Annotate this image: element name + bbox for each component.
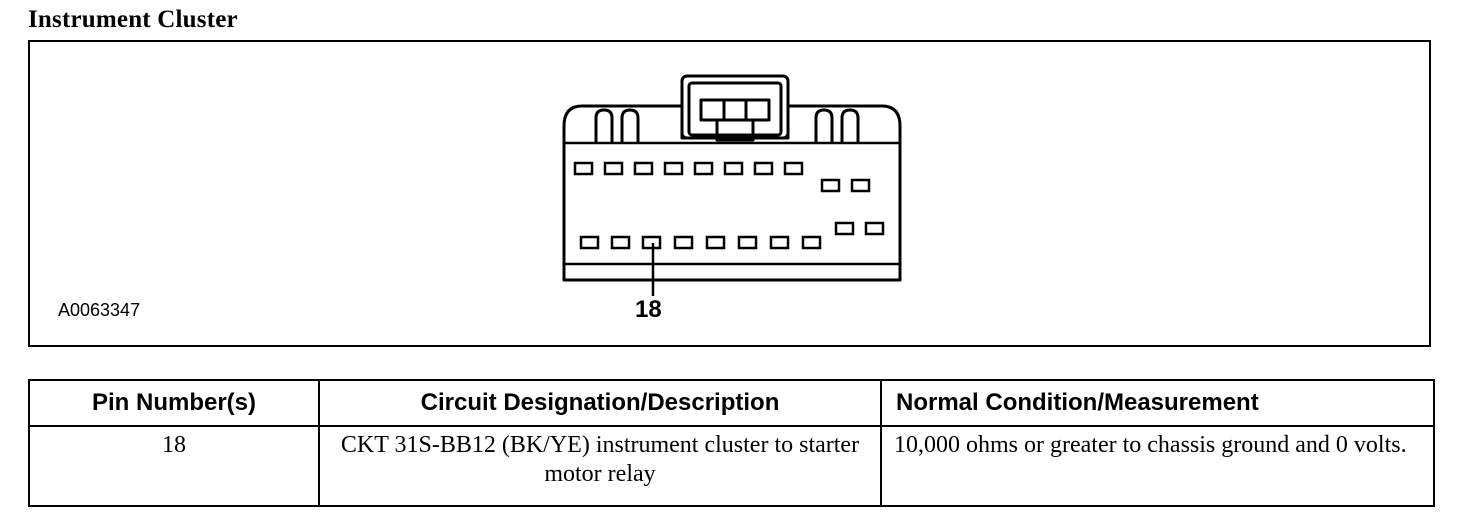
cell-pin: 18 [28, 425, 320, 507]
connector-figure: A0063347 18 [28, 40, 1431, 347]
locking-tab [680, 74, 790, 140]
header-measurement: Normal Condition/Measurement [880, 379, 1435, 427]
cell-circuit: CKT 31S-BB12 (BK/YE) instrument cluster … [318, 425, 882, 507]
figure-id: A0063347 [58, 300, 141, 320]
pin-callout-label: 18 [635, 296, 662, 323]
terminal-18 [641, 235, 662, 250]
header-pin-number: Pin Number(s) [28, 379, 320, 427]
section-title: Instrument Cluster [28, 6, 238, 33]
pin-table: Pin Number(s) Circuit Designation/Descri… [28, 379, 1435, 507]
header-circuit: Circuit Designation/Description [318, 379, 882, 427]
cell-measurement: 10,000 ohms or greater to chassis ground… [880, 425, 1435, 507]
connector-diagram [562, 74, 902, 296]
table-row: 18 CKT 31S-BB12 (BK/YE) instrument clust… [28, 425, 1435, 507]
connector-body [562, 104, 902, 282]
table-header-row: Pin Number(s) Circuit Designation/Descri… [28, 379, 1435, 427]
